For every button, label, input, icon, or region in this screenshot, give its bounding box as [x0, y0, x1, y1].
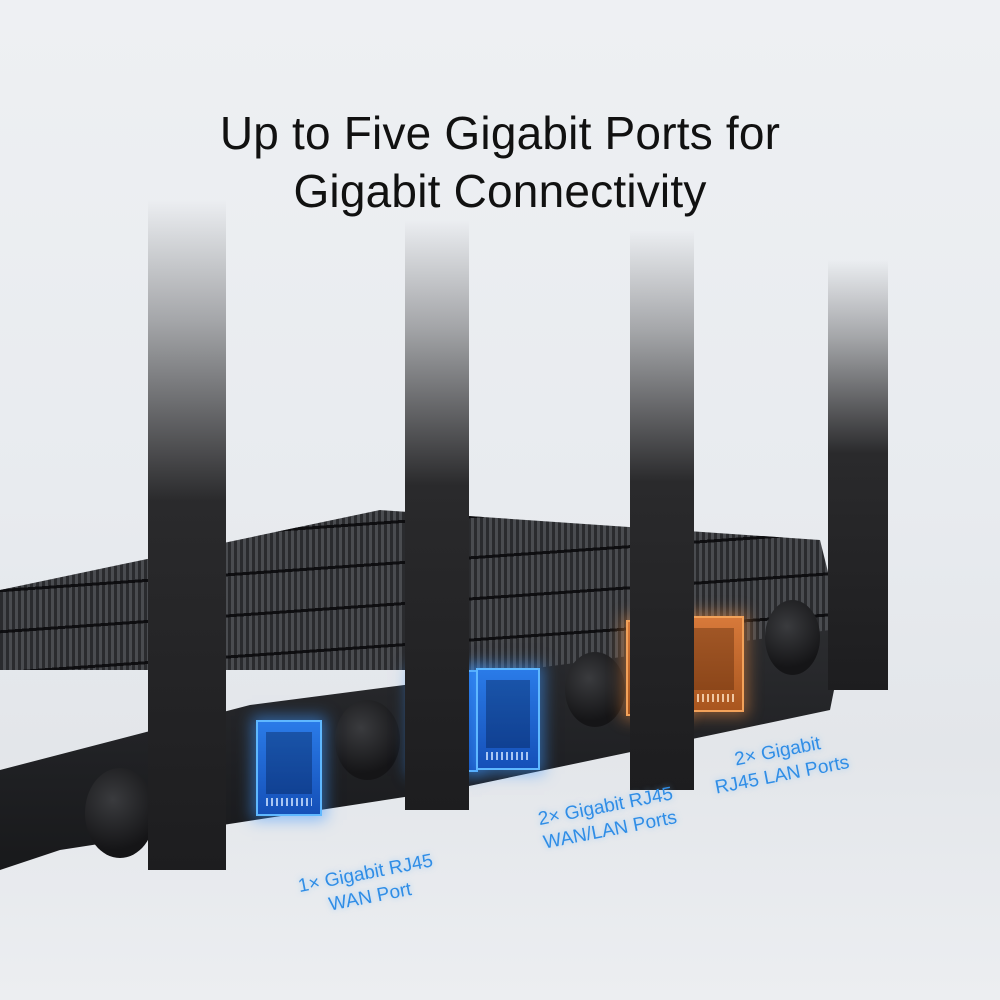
wan-port	[256, 720, 322, 816]
antenna-1	[148, 200, 226, 870]
antenna-3	[630, 230, 694, 790]
wan-lan-port-2	[476, 668, 540, 770]
headline: Up to Five Gigabit Ports for Gigabit Con…	[0, 104, 1000, 220]
antenna-hinge-4	[765, 600, 820, 675]
headline-line-2: Gigabit Connectivity	[293, 165, 707, 217]
antenna-hinge-1	[85, 768, 155, 858]
antenna-hinge-3	[565, 652, 625, 727]
headline-line-1: Up to Five Gigabit Ports for	[219, 107, 781, 159]
antenna-4	[828, 260, 888, 690]
antenna-hinge-2	[335, 700, 400, 780]
antenna-2	[405, 220, 469, 810]
